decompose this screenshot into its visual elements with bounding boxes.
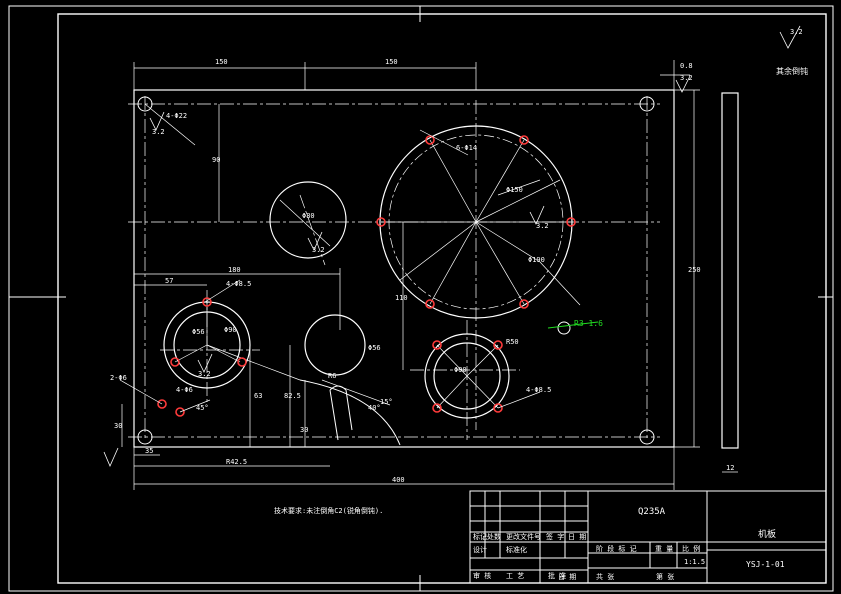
green-leader [547,321,599,329]
side-view [721,92,739,449]
tb-date: 日 期 [558,573,576,581]
dim-left-height-small: 30 [114,422,122,430]
tb-scale: 1:1.5 [684,558,705,566]
tb-approve: 批 准 [548,571,566,580]
roughness-top-2: 3.2 [680,74,693,82]
label-br-circle-r: R50 [506,338,519,346]
tb-header-5: 日 期 [568,533,586,541]
dim-left-short: 57 [165,277,173,285]
dim-bottom-partial: R42.5 [226,458,247,466]
tb-header-1: 标记 [473,532,487,541]
tb-header-2: 处数 [487,532,501,541]
technical-note: 技术要求:未注倒角C2(锐角倒钝). [274,506,383,515]
label-big-circle-d2: Φ190 [528,256,545,264]
tb-standardize: 标准化 [506,545,527,554]
tb-design: 设计 [473,545,487,554]
label-angle-b: 40° [368,404,381,412]
tb-header-4: 签 字 [546,532,564,541]
dim-top-left: 150 [215,58,228,66]
label-pcd-left: Φ90 [224,326,237,334]
dim-center-vertical: 110 [395,294,408,302]
label-left-lower-holes: 4-Φ8.5 [226,280,251,288]
left-mid-circle [269,181,347,259]
dim-mid-horizontal: 180 [228,266,241,274]
label-slot-note: R6 [328,372,336,380]
dimension-lines [121,60,738,490]
label-left-circle-d: Φ80 [302,212,315,220]
label-br-circle-d: Φ90 [454,366,467,374]
roughness-plate-4: 3.2 [198,370,211,378]
roughness-corner-note: 其余倒钝 [776,66,808,76]
roughness-top-1: 0.8 [680,62,693,70]
title-block-text: Q235A 机板 YSJ-1-01 1:1.5 标记 处数 更改文件号 签 字 … [473,507,785,581]
label-left-hole-note: 4-Φ22 [166,112,187,120]
middle-lower-circle [304,314,366,376]
tb-sheets-total: 共 张 [596,572,614,581]
tb-sheet-no: 第 张 [656,572,674,581]
hole-markers [157,135,576,417]
roughness-symbols [103,25,801,467]
label-mid-circle-d: Φ56 [368,344,381,352]
tb-review: 审 核 [473,571,491,580]
tb-material: Q235A [638,507,666,517]
bottom-right-spokes [436,344,499,409]
label-small-hole-note: 2-Φ6 [110,374,127,382]
label-small-circle-d: Φ56 [192,328,205,336]
label-big-circle-holes: 6-Φ14 [456,144,477,152]
tb-part-name: 机板 [758,528,776,540]
roughness-plate-1: 3.2 [152,128,165,136]
tb-stage: 阶 段 标 记 [596,544,637,553]
label-angle-a: 45° [196,404,209,412]
large-circle-spokes [381,139,570,305]
corner-holes [137,96,655,445]
outer-frame [8,5,834,592]
dimension-text: 3.2 其余倒钝 0.8 3.2 3.2 3.2 3.2 3.2 R3 1.6 … [110,28,808,484]
label-big-circle-d1: Φ150 [506,186,523,194]
inner-frame [57,13,827,584]
dim-lower-vertical-b: 82.5 [284,392,301,400]
plate-outline [133,89,675,448]
angled-slot [299,379,401,446]
dim-lower-vertical-a: 63 [254,392,262,400]
tb-process: 工 艺 [506,572,524,580]
dim-bottom-left-small: 35 [145,447,153,455]
leaders [119,103,581,413]
centering-marks [9,6,833,591]
dim-right-height: 250 [688,266,701,274]
label-br-holes: 4-Φ8.5 [526,386,551,394]
dim-lower-vertical-c: 30 [300,426,308,434]
tb-weight: 重 量 [655,545,673,553]
dim-side-width: 12 [726,464,734,472]
bottom-right-ring [424,333,510,419]
label-angle-note: 15° [380,398,393,406]
tb-ratio: 比 例 [682,544,700,553]
title-block [469,490,827,584]
roughness-plate-2: 3.2 [536,222,549,230]
lower-left-spokes [174,302,301,381]
dim-bottom-total: 400 [392,476,405,484]
tb-drawing-no: YSJ-1-01 [746,560,785,569]
roughness-plate-3: 3.2 [312,246,325,254]
dim-left-vertical: 90 [212,156,220,164]
label-small-lower-holes: 4-Φ6 [176,386,193,394]
roughness-corner-value: 3.2 [790,28,803,36]
green-callout: R3 1.6 [574,319,603,328]
tb-header-3: 更改文件号 [506,532,541,541]
dim-top-right: 150 [385,58,398,66]
